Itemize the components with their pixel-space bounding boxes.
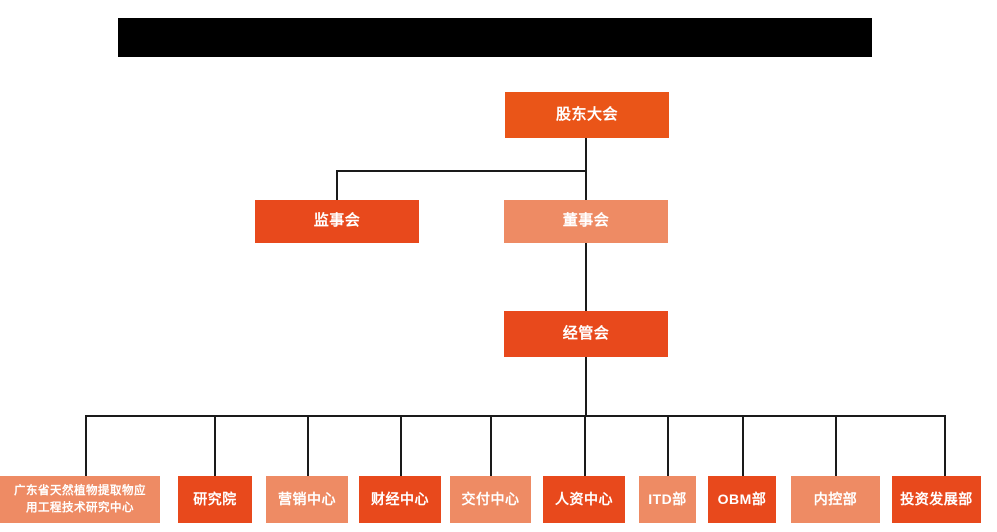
node-institute[interactable]: 研究院: [178, 476, 252, 523]
node-obm[interactable]: OBM部: [708, 476, 776, 523]
node-marketing-label: 营销中心: [278, 490, 336, 507]
node-research-center[interactable]: 广东省天然植物提取物应 用工程技术研究中心: [0, 476, 160, 523]
node-hr-label: 人资中心: [555, 490, 613, 507]
edge-management-down: [585, 357, 587, 416]
edge-to-supervisors: [336, 170, 338, 200]
edge-to-itd: [667, 415, 669, 476]
node-finance-label: 财经中心: [371, 490, 429, 507]
node-supervisors-label: 监事会: [313, 212, 361, 230]
edge-to-directors: [585, 170, 587, 200]
node-research-center-label-line2: 用工程技术研究中心: [26, 501, 134, 514]
node-marketing[interactable]: 营销中心: [266, 476, 348, 523]
node-itd-label: ITD部: [648, 490, 687, 507]
node-hr[interactable]: 人资中心: [543, 476, 625, 523]
edge-to-institute: [214, 415, 216, 476]
edge-level2-bus: [336, 170, 587, 172]
edge-departments-bus: [85, 415, 945, 417]
node-shareholders[interactable]: 股东大会: [505, 92, 669, 138]
node-research-center-label-line1: 广东省天然植物提取物应: [14, 484, 146, 497]
edge-to-obm: [742, 415, 744, 476]
node-delivery-label: 交付中心: [461, 490, 520, 507]
node-investment[interactable]: 投资发展部: [892, 476, 981, 523]
node-management[interactable]: 经管会: [504, 311, 668, 357]
node-institute-label: 研究院: [193, 490, 237, 507]
edge-to-internal-control: [835, 415, 837, 476]
node-management-label: 经管会: [562, 324, 610, 342]
edge-to-hr: [584, 415, 586, 476]
node-directors-label: 董事会: [562, 212, 610, 230]
edge-to-delivery: [490, 415, 492, 476]
edge-to-finance: [400, 415, 402, 476]
node-finance[interactable]: 财经中心: [359, 476, 441, 523]
redacted-title-banner: [118, 18, 872, 57]
edge-directors-management: [585, 243, 587, 311]
node-itd[interactable]: ITD部: [639, 476, 696, 523]
node-supervisors[interactable]: 监事会: [255, 200, 419, 243]
edge-to-investment: [944, 415, 946, 476]
node-delivery[interactable]: 交付中心: [450, 476, 531, 523]
edge-shareholders-down: [585, 138, 587, 171]
node-internal-control[interactable]: 内控部: [791, 476, 880, 523]
edge-to-marketing: [307, 415, 309, 476]
node-investment-label: 投资发展部: [900, 490, 973, 507]
node-directors[interactable]: 董事会: [504, 200, 668, 243]
node-shareholders-label: 股东大会: [555, 105, 618, 123]
node-internal-control-label: 内控部: [813, 490, 858, 507]
edge-to-research-center: [85, 415, 87, 476]
node-obm-label: OBM部: [717, 490, 767, 507]
